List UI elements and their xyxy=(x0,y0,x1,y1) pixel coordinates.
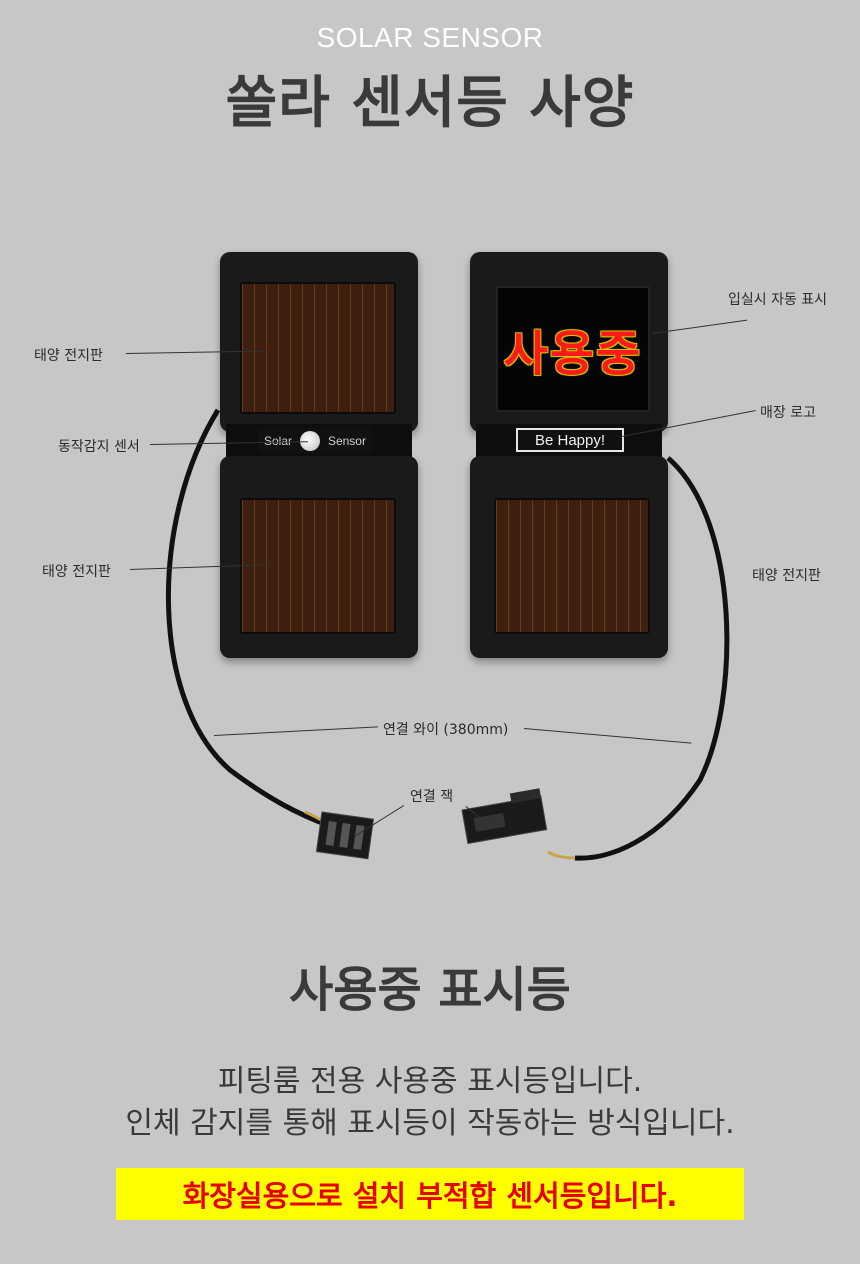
right-cable xyxy=(574,456,730,861)
label-store-logo: 매장 로고 xyxy=(760,405,816,421)
description-line-1: 피팅룸 전용 사용중 표시등입니다. xyxy=(217,1064,643,1099)
label-wire: 연결 와이 (380mm) xyxy=(383,722,509,738)
sensor-lens-icon xyxy=(299,431,320,451)
left-connector xyxy=(315,811,375,860)
left-solar-panel-top xyxy=(240,282,396,414)
right-connector xyxy=(461,788,548,845)
left-cable xyxy=(165,408,331,829)
occupied-display: 사용중 xyxy=(496,286,650,412)
label-solar-right: 태양 전지판 xyxy=(752,568,821,584)
eyebrow-title: SOLAR SENSOR xyxy=(316,22,544,53)
label-solar-bottom-left: 태양 전지판 xyxy=(42,564,111,580)
left-solar-panel-bottom xyxy=(240,498,396,634)
sensor-label-left: Solar xyxy=(264,434,292,448)
label-motion-sensor: 동작감지 센서 xyxy=(58,439,140,455)
occupied-display-text: 사용중 xyxy=(503,326,643,382)
label-auto-display: 입실시 자동 표시 xyxy=(728,292,828,308)
right-solar-panel xyxy=(494,498,650,634)
section-title: 사용중 표시등 xyxy=(289,962,571,1018)
label-solar-top-left: 태양 전지판 xyxy=(34,348,103,364)
store-logo: Be Happy! xyxy=(516,428,624,452)
label-jack: 연결 잭 xyxy=(410,789,454,805)
warning-banner: 화장실용으로 설치 부적합 센서등입니다. xyxy=(116,1168,744,1220)
right-wire-tip xyxy=(547,850,576,860)
motion-sensor: Solar Sensor xyxy=(258,428,372,454)
page-title: 쏠라 센서등 사양 xyxy=(225,71,635,136)
sensor-label-right: Sensor xyxy=(327,434,366,448)
description-line-2: 인체 감지를 통해 표시등이 작동하는 방식입니다. xyxy=(125,1106,735,1141)
